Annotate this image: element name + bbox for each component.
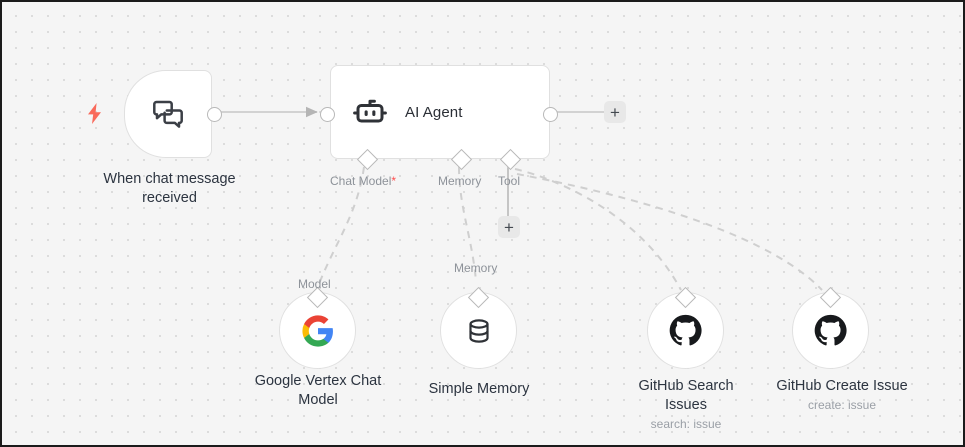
github-create-node-sublabel: create: issue: [807, 398, 877, 412]
port-label-text: Chat Model: [330, 174, 392, 188]
google-vertex-node-label: Google Vertex Chat Model: [254, 373, 382, 408]
port-required-marker: *: [391, 174, 397, 188]
add-tool-button[interactable]: +: [498, 216, 520, 238]
edge-tool-to-github-search: [514, 168, 682, 291]
database-icon: [463, 315, 495, 347]
trigger-output-endpoint[interactable]: [207, 107, 222, 122]
google-logo-icon: [301, 314, 335, 348]
edge-tool-to-github-create: [516, 173, 823, 291]
agent-port-tool-label: Tool: [498, 174, 521, 188]
github-icon: [813, 313, 848, 348]
github-search-node-label: GitHub Search Issues: [638, 378, 734, 413]
agent-input-endpoint[interactable]: [320, 107, 335, 122]
agent-port-memory-label: Memory: [438, 174, 482, 188]
agent-port-chat-model-label: Chat Model*: [330, 174, 396, 188]
agent-output-endpoint[interactable]: [543, 107, 558, 122]
github-search-node-sublabel: search: issue: [650, 417, 722, 431]
simple-memory-node-label: Simple Memory: [428, 381, 530, 397]
chat-bubbles-icon: [148, 94, 188, 134]
github-icon: [668, 313, 703, 348]
github-create-node-label: GitHub Create Issue: [776, 378, 908, 394]
lightning-bolt-icon: [86, 103, 103, 129]
edge-label-model: Model: [298, 277, 331, 291]
add-node-after-agent-button[interactable]: +: [604, 101, 626, 123]
trigger-node-label: When chat message received: [103, 171, 236, 206]
robot-icon: [351, 93, 389, 131]
node-ai-agent[interactable]: AI Agent: [330, 65, 550, 159]
ai-agent-title: AI Agent: [405, 103, 463, 121]
node-when-chat-message-received[interactable]: [124, 70, 212, 158]
edge-label-memory: Memory: [454, 261, 498, 275]
